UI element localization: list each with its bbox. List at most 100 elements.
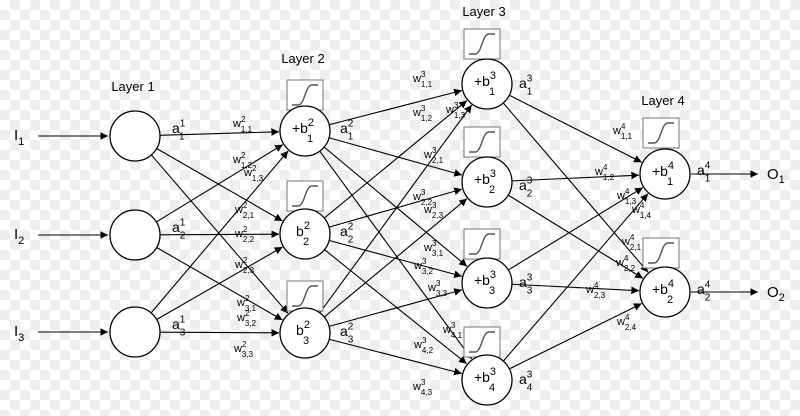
neuron-nodes: [109, 58, 691, 406]
neuron-l1-2: [109, 209, 161, 261]
output-label-1: O1: [767, 166, 785, 186]
edge-L2N3-L3N3: [328, 288, 463, 327]
neuron-l3-3: [461, 257, 513, 309]
edge-L2N1-L3N3: [323, 146, 468, 267]
sigmoid-activation-icon: [642, 117, 680, 149]
edge-L3N4-L4N1: [502, 193, 649, 362]
sigmoid-activation-icon: [286, 280, 324, 312]
edge-L3N3-L4N2: [511, 283, 640, 295]
layer-title-1: Layer 1: [111, 79, 154, 94]
sigmoid-activation-icon: [642, 237, 680, 269]
edge-L2N1-L3N2: [328, 137, 463, 177]
sigmoid-activation-icon: [286, 180, 324, 212]
edge-L2N1-L3N4: [319, 150, 473, 360]
edge-L2N2-L3N4: [324, 249, 468, 365]
edge-L3N1-L4N1: [509, 94, 643, 163]
sigmoid-activation-icon: [286, 79, 324, 111]
edge-L2N2-L3N2: [328, 187, 463, 228]
sigmoid-activation-icon: [463, 326, 501, 358]
neuron-l4-2: [639, 266, 691, 318]
neuron-l3-2: [461, 156, 513, 208]
neuron-l1-3: [109, 306, 161, 358]
activation-icons: [286, 28, 680, 358]
edge-L1N2-L2N1: [156, 144, 284, 223]
neuron-l1-1: [109, 110, 161, 162]
input-label-3: I3: [14, 323, 24, 344]
edge-L2N3-L3N1: [319, 104, 473, 314]
edge-L2N3-L3N4: [329, 338, 462, 376]
edge-L3N2-L4N2: [507, 194, 644, 279]
layer-title-2: Layer 2: [281, 51, 324, 66]
sigmoid-activation-icon: [463, 28, 501, 60]
sigmoid-activation-icon: [463, 228, 501, 260]
edge-L3N2-L4N1: [511, 171, 640, 182]
edge-L1N3-L2N2: [156, 246, 283, 320]
neuron-l2-1: [279, 105, 331, 157]
edge-L1N3-L2N3: [159, 328, 280, 337]
edge-L2N1-L3N1: [329, 88, 462, 126]
edge-L1N3-L2N1: [150, 150, 289, 314]
edge-L2N3-L3N2: [323, 198, 468, 318]
input-label-1: I1: [14, 127, 24, 148]
input-label-2: I2: [14, 226, 24, 247]
edge-L3N1-L4N2: [502, 102, 649, 273]
edge-L3N3-L4N1: [508, 187, 644, 271]
edge-L3N4-L4N2: [509, 303, 642, 370]
edge-L2N2-L3N1: [323, 100, 468, 219]
edge-L1N2-L2N2: [159, 230, 280, 239]
neuron-l3-4: [461, 354, 513, 406]
neuron-l2-3: [279, 307, 331, 359]
sigmoid-activation-icon: [463, 126, 501, 158]
edge-L1N1-L2N1: [159, 128, 280, 136]
neuron-l3-1: [461, 58, 513, 110]
edge-L1N1-L2N2: [156, 148, 283, 222]
layer-title-3: Layer 3: [462, 4, 505, 19]
connection-edges: [38, 88, 758, 376]
